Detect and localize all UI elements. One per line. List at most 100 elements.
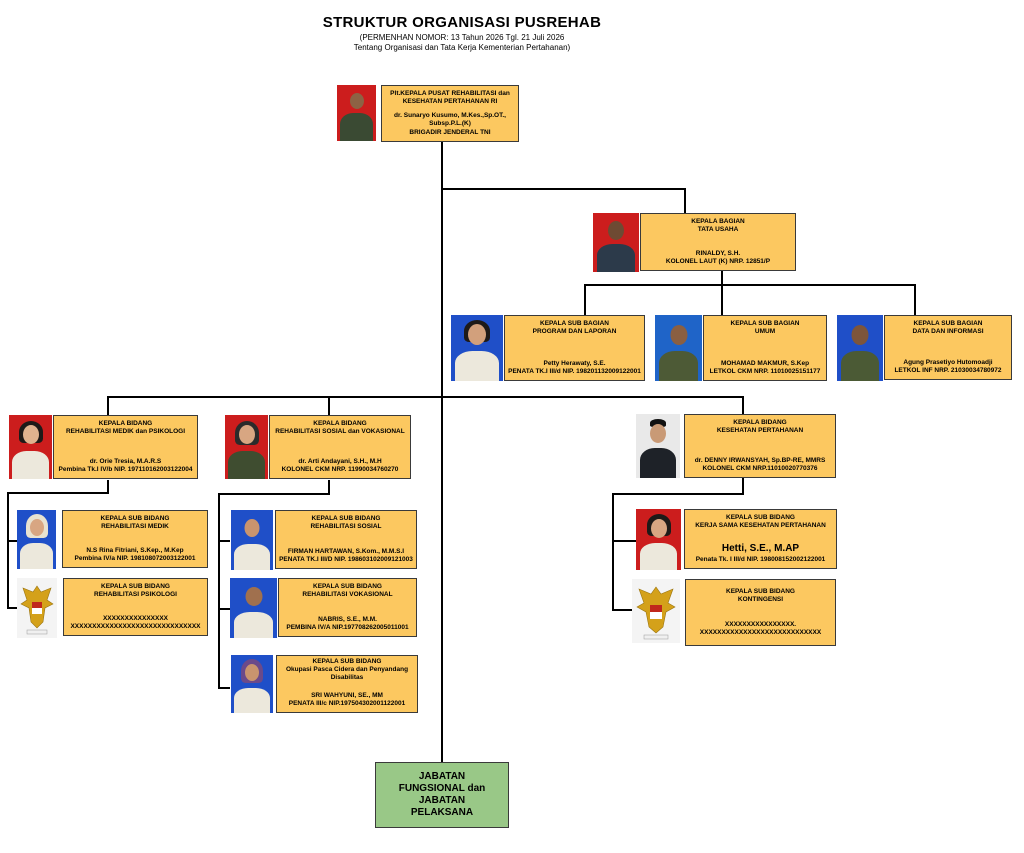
box-sub-rehab-medik: KEPALA SUB BIDANG REHABILITASI MEDIK N.S… bbox=[62, 510, 208, 568]
connector-subbag-horizontal bbox=[584, 284, 916, 286]
rehab-vokasional-rank: PEMBINA IV/A NIP.197708262005011001 bbox=[286, 623, 409, 631]
photo-head-of-center bbox=[337, 85, 376, 141]
okupasi-name: SRI WAHYUNI, SE., MM bbox=[311, 691, 383, 699]
connector-tu-horizontal bbox=[441, 188, 685, 190]
fungsional-line1: JABATAN bbox=[418, 771, 466, 782]
umum-title-line1: KEPALA SUB BAGIAN bbox=[730, 320, 800, 327]
connector-main-trunk bbox=[441, 141, 443, 763]
sosial-vokasional-name: dr. Arti Andayani, S.H., M.H bbox=[298, 457, 382, 465]
connector-medik-horizontal bbox=[7, 492, 109, 494]
umum-rank: LETKOL CKM NRP. 11010025151177 bbox=[709, 367, 821, 375]
box-data-informasi: KEPALA SUB BAGIAN DATA DAN INFORMASI Agu… bbox=[884, 315, 1012, 380]
chart-subtitle-regulation: (PERMENHAN NOMOR: 13 Tahun 2026 Tgl. 21 … bbox=[359, 33, 565, 42]
connector-bidang-medik bbox=[107, 396, 109, 415]
connector-kespertahanan-vertical bbox=[612, 493, 614, 610]
rehab-vokasional-title-line1: KEPALA SUB BIDANG bbox=[313, 583, 382, 590]
chart-title: STRUKTUR ORGANISASI PUSREHAB bbox=[322, 14, 602, 31]
box-sub-rehab-sosial: KEPALA SUB BIDANG REHABILITASI SOSIAL FI… bbox=[275, 510, 417, 569]
kerja-sama-name: Hetti, S.E., M.AP bbox=[721, 543, 800, 555]
rehab-sosial-name: FIRMAN HARTAWAN, S.Kom., M.M.S.I bbox=[287, 547, 405, 555]
photo-sosial-vokasional bbox=[225, 415, 268, 479]
box-sub-rehab-psikologi: KEPALA SUB BIDANG REHABILITASI PSIKOLOGI… bbox=[63, 578, 208, 636]
medik-psikologi-title-line2: REHABILITASI MEDIK dan PSIKOLOGI bbox=[65, 428, 186, 436]
okupasi-rank: PENATA III/c NIP.197504302001122001 bbox=[288, 699, 406, 707]
head-name-line2: Subsp.P.L.(K) bbox=[429, 120, 471, 128]
program-title-line1: KEPALA SUB BAGIAN bbox=[540, 320, 609, 327]
garuda-emblem-kontingensi bbox=[632, 579, 680, 643]
rehab-psikologi-rank: XXXXXXXXXXXXXXXXXXXXXXXXXXXXXX bbox=[70, 622, 201, 630]
kespertahanan-rank: KOLONEL CKM NRP.11010020770376 bbox=[702, 464, 818, 472]
box-tata-usaha: KEPALA BAGIAN TATA USAHA RINALDY, S.H. K… bbox=[640, 213, 796, 271]
box-sub-okupasi: KEPALA SUB BIDANG Okupasi Pasca Cidera d… bbox=[276, 655, 418, 713]
rehab-sosial-title-line2: REHABILITASI SOSIAL bbox=[310, 523, 382, 531]
kespertahanan-title-line1: KEPALA BIDANG bbox=[733, 419, 787, 426]
kontingensi-rank: XXXXXXXXXXXXXXXXXXXXXXXXXXXX bbox=[699, 628, 822, 636]
rehab-psikologi-title-line1: KEPALA SUB BIDANG bbox=[101, 583, 170, 590]
box-sub-kerja-sama: KEPALA SUB BIDANG KERJA SAMA KESEHATAN P… bbox=[684, 509, 837, 569]
sosial-vokasional-rank: KOLONEL CKM NRP. 11990034760270 bbox=[281, 465, 399, 473]
box-program-laporan: KEPALA SUB BAGIAN PROGRAM DAN LAPORAN Pe… bbox=[504, 315, 645, 381]
head-title-line1: Plt.KEPALA PUSAT REHABILITASI dan bbox=[390, 90, 510, 97]
rehab-sosial-rank: PENATA TK.I III/D NIP. 19860310200912100… bbox=[279, 555, 413, 563]
data-info-rank: LETKOL INF NRP. 21030034780972 bbox=[894, 366, 1002, 374]
fungsional-line2: FUNGSIONAL dan JABATAN bbox=[398, 783, 486, 806]
program-title-line2: PROGRAM DAN LAPORAN bbox=[532, 328, 617, 336]
photo-rehab-vokasional bbox=[230, 578, 277, 638]
box-jabatan-fungsional: JABATAN FUNGSIONAL dan JABATAN PELAKSANA bbox=[375, 762, 509, 828]
rehab-medik-name: N.S Rina Fitriani, S.Kep., M.Kep bbox=[86, 546, 184, 554]
rehab-vokasional-name: NABRIS, S.E., M.M. bbox=[318, 615, 377, 623]
fungsional-line3: PELAKSANA bbox=[410, 807, 474, 818]
photo-rehab-sosial bbox=[231, 510, 273, 570]
connector-kespertahanan-sub1 bbox=[612, 540, 636, 542]
connector-medik-vertical bbox=[7, 492, 9, 608]
rehab-psikologi-name: XXXXXXXXXXXXXXX bbox=[102, 614, 169, 622]
connector-kespertahanan-horizontal bbox=[612, 493, 744, 495]
connector-subbag-program bbox=[584, 284, 586, 316]
sosial-vokasional-title-line2: REHABILITASI SOSIAL dan VOKASIONAL bbox=[275, 428, 405, 436]
connector-bidang-kespertahanan bbox=[742, 396, 744, 415]
kontingensi-name: XXXXXXXXXXXXXXXX. bbox=[724, 620, 797, 628]
connector-medik-down bbox=[107, 480, 109, 493]
tata-usaha-title-line1: KEPALA BAGIAN bbox=[691, 218, 745, 225]
garuda-emblem-psikologi bbox=[17, 578, 57, 638]
connector-subbag-data bbox=[914, 284, 916, 316]
kespertahanan-title-line2: KESEHATAN PERTAHANAN bbox=[716, 427, 804, 435]
photo-okupasi bbox=[231, 655, 273, 713]
box-head-of-center: Plt.KEPALA PUSAT REHABILITASI dan KESEHA… bbox=[381, 85, 519, 142]
connector-sosial-sub2 bbox=[218, 608, 230, 610]
data-info-title-line1: KEPALA SUB BAGIAN bbox=[913, 320, 983, 327]
connector-subbag-umum bbox=[721, 284, 723, 316]
rehab-medik-rank: Pembina IV/a NIP. 198108072003122001 bbox=[74, 554, 196, 562]
okupasi-title-line3: Disabilitas bbox=[330, 674, 364, 682]
kontingensi-title-line1: KEPALA SUB BIDANG bbox=[726, 588, 795, 595]
data-info-title-line2: DATA DAN INFORMASI bbox=[912, 328, 984, 336]
connector-sosial-down bbox=[328, 480, 330, 494]
photo-umum bbox=[655, 315, 702, 381]
head-name-line1: dr. Sunaryo Kusumo, M.Kes.,Sp.OT., bbox=[394, 112, 506, 120]
connector-medik-sub2 bbox=[7, 607, 17, 609]
rehab-vokasional-title-line2: REHABILITASI VOKASIONAL bbox=[302, 591, 393, 599]
connector-kespertahanan-sub2 bbox=[612, 609, 632, 611]
box-bidang-kesehatan-pertahanan: KEPALA BIDANG KESEHATAN PERTAHANAN dr. D… bbox=[684, 414, 836, 478]
connector-tu-down bbox=[721, 270, 723, 285]
box-sub-rehab-vokasional: KEPALA SUB BIDANG REHABILITASI VOKASIONA… bbox=[278, 578, 417, 637]
box-bidang-sosial-vokasional: KEPALA BIDANG REHABILITASI SOSIAL dan VO… bbox=[269, 415, 411, 479]
tata-usaha-title-line2: TATA USAHA bbox=[697, 226, 739, 234]
rehab-medik-title-line1: KEPALA SUB BIDANG bbox=[100, 515, 170, 522]
photo-program-laporan bbox=[451, 315, 503, 381]
kontingensi-title-line2: KONTINGENSI bbox=[737, 596, 784, 604]
box-umum: KEPALA SUB BAGIAN UMUM MOHAMAD MAKMUR, S… bbox=[703, 315, 827, 381]
data-info-name: Agung Prasetiyo Hutomoadji bbox=[903, 358, 993, 366]
umum-name: MOHAMAD MAKMUR, S.Kep bbox=[720, 359, 810, 367]
connector-sosial-sub1 bbox=[218, 540, 230, 542]
photo-data-informasi bbox=[837, 315, 883, 381]
head-title-line2: KESEHATAN PERTAHANAN RI bbox=[402, 98, 498, 106]
connector-tu-drop bbox=[684, 188, 686, 213]
photo-tata-usaha bbox=[593, 213, 639, 272]
sosial-vokasional-title-line1: KEPALA BIDANG bbox=[313, 420, 367, 427]
rehab-medik-title-line2: REHABILITASI MEDIK bbox=[101, 523, 169, 531]
photo-kerja-sama bbox=[636, 509, 681, 570]
program-rank: PENATA TK.I III/d NIP. 19820113200912200… bbox=[508, 367, 641, 375]
connector-medik-sub1 bbox=[7, 540, 17, 542]
medik-psikologi-rank: Pembina Tk.I IV/b NIP. 19711016200312200… bbox=[58, 465, 193, 473]
